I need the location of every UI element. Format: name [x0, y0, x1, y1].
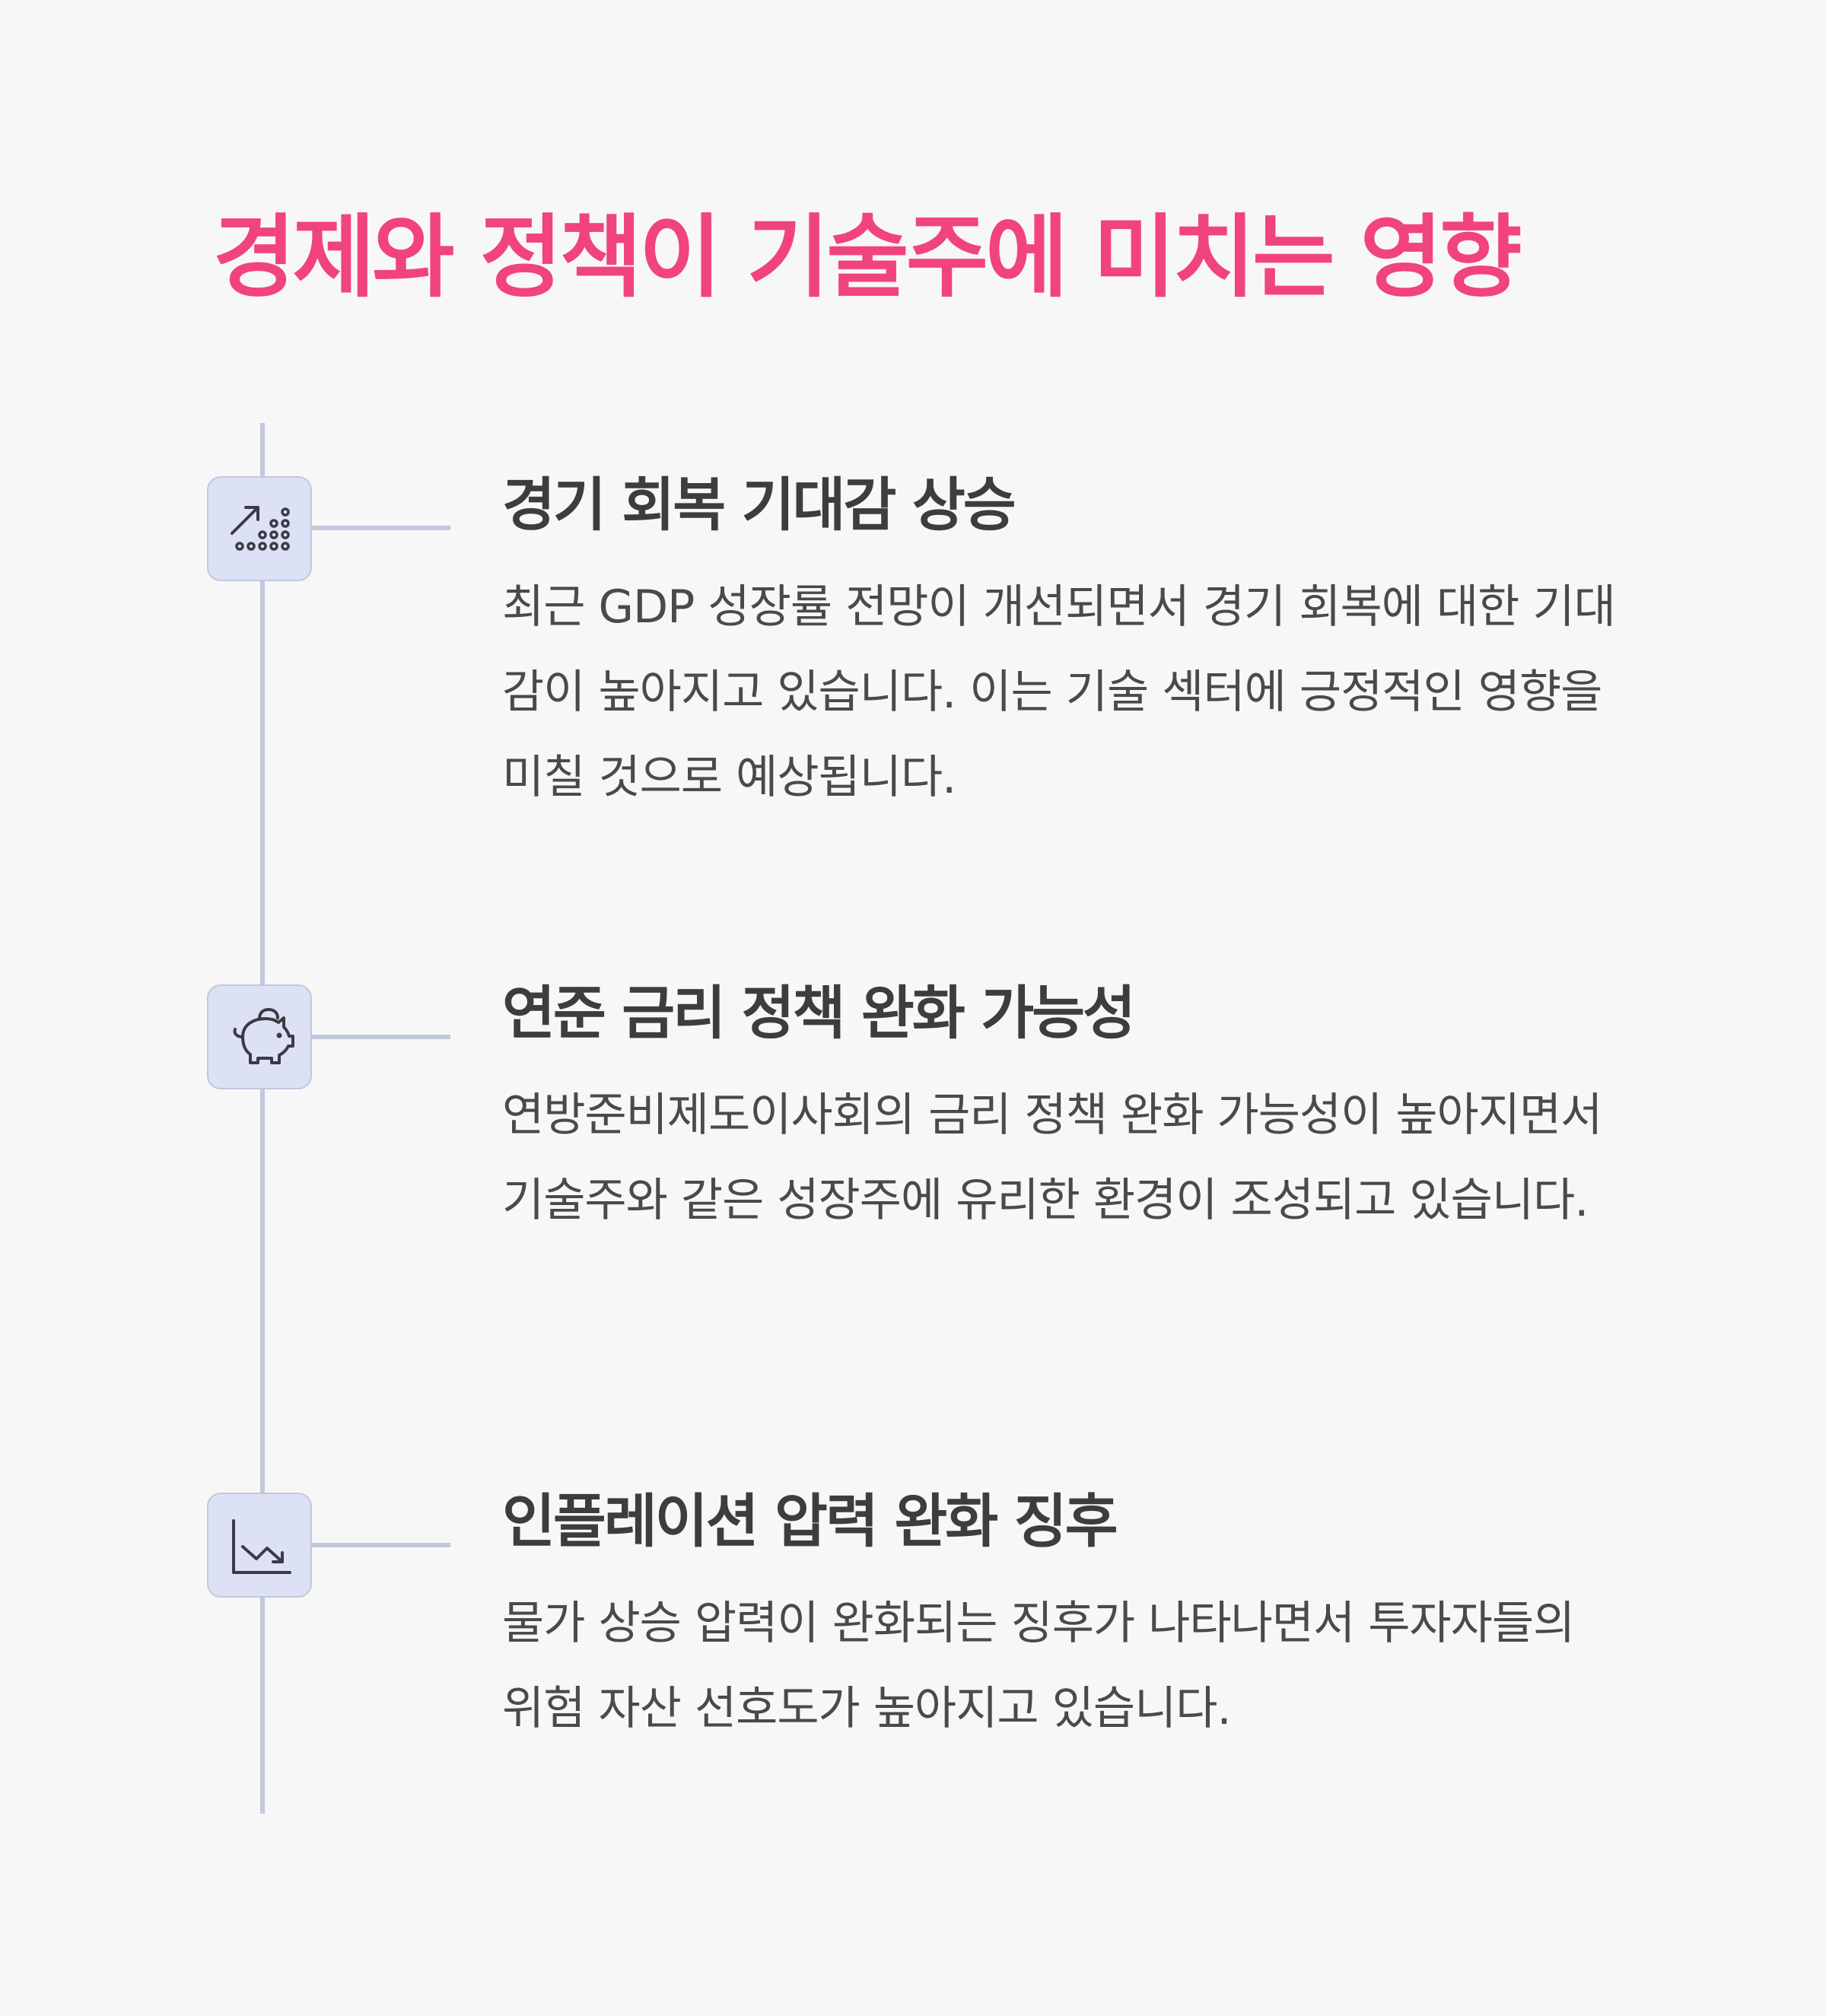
- item-heading: 인플레이션 압력 완화 징후: [502, 1487, 1118, 1555]
- connector-line: [312, 1035, 450, 1039]
- item-heading: 연준 금리 정책 완화 가능성: [502, 979, 1136, 1047]
- item-body: 최근 GDP 성장률 전망이 개선되면서 경기 회복에 대한 기대감이 높아지고…: [502, 580, 1616, 804]
- piggy-bank-icon-box: [207, 984, 312, 1089]
- connector-line: [312, 526, 450, 530]
- growth-chart-icon-box: [207, 476, 312, 581]
- timeline-line: [260, 423, 265, 1814]
- item-body: 물가 상승 압력이 완화되는 징후가 나타나면서 투자자들의 위험 자산 선호도…: [502, 1597, 1575, 1735]
- item-body: 연방준비제도이사회의 금리 정책 완화 가능성이 높아지면서 기술주와 같은 성…: [502, 1089, 1602, 1227]
- growth-chart-icon: [231, 506, 290, 551]
- list-item: 경기 회복 기대감 상승 최근 GDP 성장률 전망이 개선되면서 경기 회복에…: [502, 469, 1689, 820]
- list-item: 인플레이션 압력 완화 징후 물가 상승 압력이 완화되는 징후가 나타나면서 …: [502, 1485, 1689, 1751]
- connector-line: [312, 1543, 450, 1547]
- decline-chart-icon-box: [207, 1493, 312, 1598]
- list-item: 연준 금리 정책 완화 가능성 연방준비제도이사회의 금리 정책 완화 가능성이…: [502, 977, 1689, 1243]
- page-title: 경제와 정책이 기술주에 미치는 영향: [213, 205, 1522, 310]
- piggy-bank-icon: [233, 1008, 294, 1064]
- decline-chart-icon: [232, 1519, 291, 1574]
- item-heading: 경기 회복 기대감 상승: [502, 471, 1016, 539]
